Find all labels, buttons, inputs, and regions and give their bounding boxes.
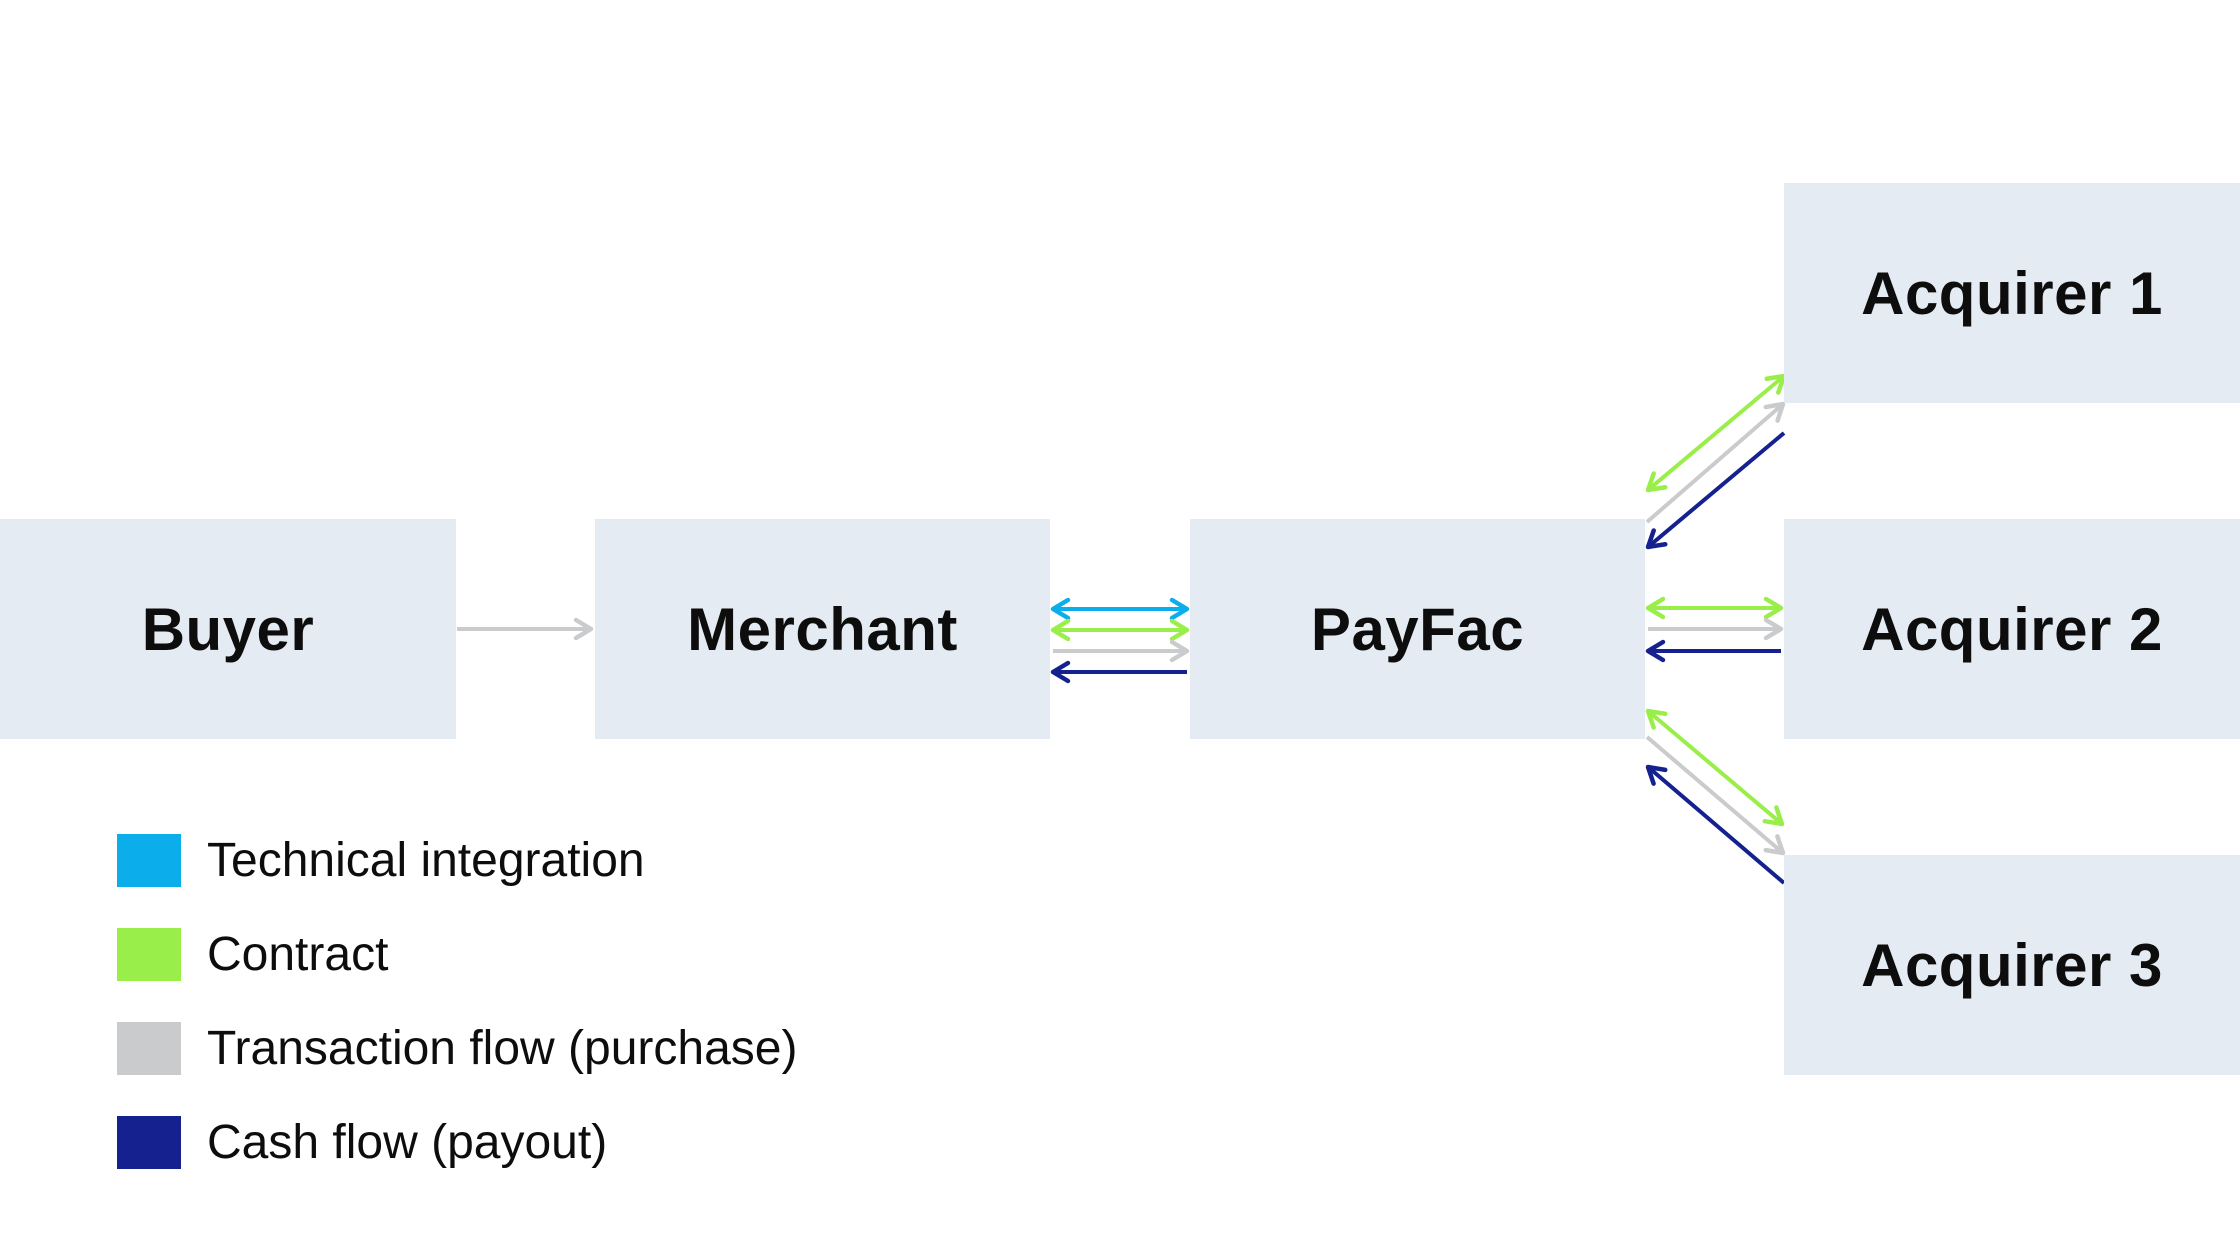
node-acquirer-2: Acquirer 2 [1784, 519, 2240, 739]
node-label: PayFac [1310, 595, 1525, 663]
legend-label: Contract [207, 928, 389, 981]
cash-flow-swatch-icon [117, 1116, 181, 1169]
legend-item: Transaction flow (purchase) [117, 1021, 797, 1076]
legend-item: Cash flow (payout) [117, 1115, 797, 1170]
node-label: Acquirer 1 [1861, 259, 2163, 327]
technical-integration-swatch-icon [117, 834, 181, 887]
arrow-buyer-merchant-transaction_flow [457, 617, 594, 641]
node-acquirer-1: Acquirer 1 [1784, 183, 2240, 403]
node-label: Acquirer 3 [1861, 931, 2163, 999]
arrow-payfac-acquirer3-transaction_flow [1645, 735, 1786, 856]
arrow-payfac-acquirer1-contract [1645, 373, 1787, 493]
node-buyer: Buyer [0, 519, 456, 739]
arrow-payfac-acquirer1-cash_flow [1645, 431, 1786, 550]
legend-label: Cash flow (payout) [207, 1116, 608, 1169]
node-merchant: Merchant [595, 519, 1050, 739]
arrow-payfac-acquirer2-transaction_flow [1648, 617, 1784, 641]
legend-item: Technical integration [117, 833, 797, 888]
legend-item: Contract [117, 927, 797, 982]
arrow-payfac-acquirer1-transaction_flow [1645, 401, 1786, 524]
arrow-payfac-acquirer2-contract [1645, 596, 1784, 620]
arrow-payfac-acquirer3-contract [1645, 708, 1785, 827]
legend-label: Transaction flow (purchase) [207, 1022, 798, 1075]
arrow-merchant-payfac-cash_flow [1050, 660, 1187, 684]
node-label: Buyer [141, 595, 315, 663]
arrow-payfac-acquirer2-cash_flow [1645, 639, 1781, 663]
arrow-merchant-payfac-technical_integration [1050, 597, 1190, 621]
node-label: Merchant [687, 595, 958, 663]
arrow-merchant-payfac-contract [1050, 618, 1190, 642]
arrow-merchant-payfac-transaction_flow [1053, 639, 1190, 663]
arrow-payfac-acquirer3-cash_flow [1645, 764, 1786, 885]
node-label: Acquirer 2 [1861, 595, 2163, 663]
node-acquirer-3: Acquirer 3 [1784, 855, 2240, 1075]
legend: Technical integration Contract Transacti… [117, 833, 797, 1170]
transaction-flow-swatch-icon [117, 1022, 181, 1075]
node-payfac: PayFac [1190, 519, 1645, 739]
contract-swatch-icon [117, 928, 181, 981]
legend-label: Technical integration [207, 834, 645, 887]
